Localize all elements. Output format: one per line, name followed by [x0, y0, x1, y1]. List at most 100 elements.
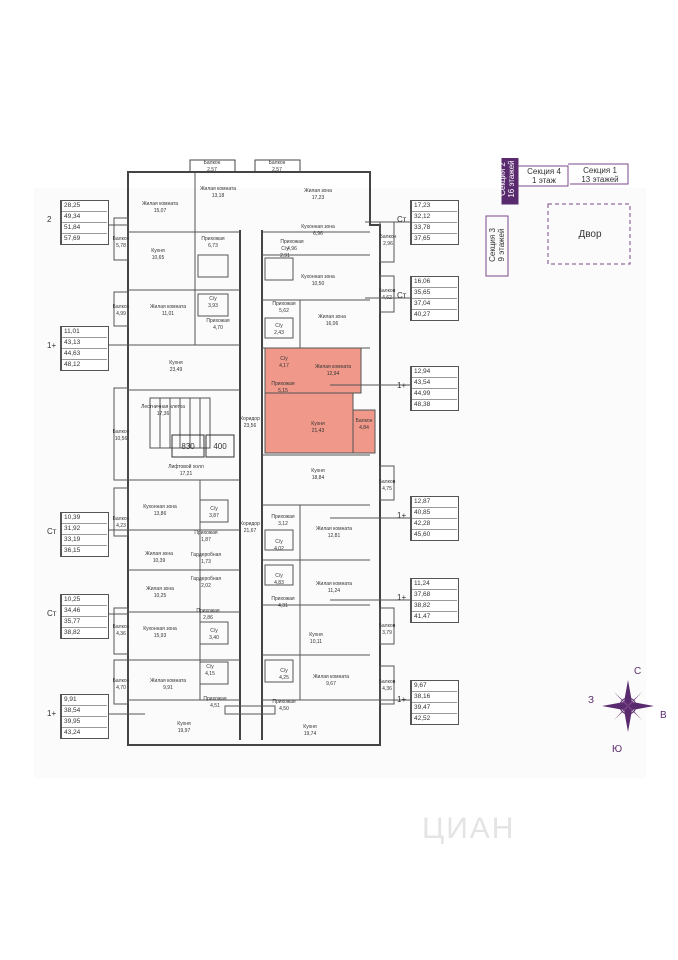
room-name: Кухня: [303, 724, 317, 730]
apartment-type: 1+: [397, 381, 407, 390]
room-area: 5,78: [116, 243, 126, 249]
room-name: Кухонная зона: [301, 274, 335, 280]
room-area: 5,15: [278, 388, 288, 394]
room-name: Прихожая: [201, 236, 224, 242]
apartment-type: Ст: [397, 215, 407, 224]
room-area: 4,83: [274, 580, 284, 586]
room-name: Балкон: [113, 429, 130, 435]
room-area: 19,74: [304, 731, 317, 737]
room-area: 4,51: [210, 703, 220, 709]
compass-rose-icon: [602, 680, 654, 732]
apartment-type: Ст: [47, 527, 57, 536]
compass-south: Ю: [612, 744, 622, 755]
apartment-type: 1+: [397, 593, 407, 602]
room-name: С/у: [275, 539, 283, 545]
room-area: 4,36: [382, 686, 392, 692]
area-value: 12,94: [412, 367, 457, 378]
section-1-name: Секция 1: [583, 166, 617, 175]
area-value: 40,27: [414, 311, 431, 318]
room-area: 21,43: [312, 428, 325, 434]
room-name: С/у: [280, 356, 288, 362]
section-4-floors: 1 этаж: [532, 176, 556, 185]
room-area: 18,84: [312, 475, 325, 481]
key-plan: Секция 2 16 этажей Секция 4 1 этаж Секци…: [480, 158, 640, 278]
room-name: Лифтовой холл: [168, 463, 204, 470]
room-area: 3,40: [209, 635, 219, 641]
watermark: ЦИАН: [422, 812, 516, 845]
room-name: Жилая комната: [150, 678, 186, 684]
area-value: 42,52: [414, 715, 431, 722]
room-area: 10,56: [115, 436, 128, 442]
apartment-type: Ст: [47, 609, 57, 618]
room-name: Жилая комната: [200, 186, 236, 192]
room-name: Кухонная зона: [143, 626, 177, 632]
room-area: 19,97: [178, 728, 191, 734]
room-area: 9,91: [163, 685, 173, 691]
area-value: 41,47: [414, 613, 431, 620]
room-area: 4,70: [213, 325, 223, 331]
room-area: 3,12: [278, 521, 288, 527]
apartment-type: 1+: [397, 695, 407, 704]
area-value: 57,69: [64, 235, 81, 242]
room-name: Кухня: [311, 468, 325, 474]
room-name: Балкон: [113, 304, 130, 310]
room-name: С/у: [209, 296, 217, 302]
area-value: 39,95: [62, 717, 107, 728]
room-name: Прихожая: [206, 318, 229, 324]
room-area: 2,96: [383, 241, 393, 247]
room-name: С/у: [275, 573, 283, 579]
area-value: 35,77: [62, 617, 107, 628]
section-3-name: Секция 3: [488, 228, 497, 262]
room-name: Прихожая: [271, 596, 294, 602]
highlighted-apartment[interactable]: [264, 347, 376, 454]
room-area: 4,62: [382, 295, 392, 301]
room-name: Жилая комната: [142, 201, 178, 207]
room-area: 2,57: [207, 167, 217, 173]
room-area: 4,99: [116, 311, 126, 317]
lift-label-b: 400: [213, 442, 227, 451]
room-name: Балкон: [113, 516, 130, 522]
section-2-label[interactable]: Секция 2 16 этажей: [498, 156, 516, 202]
section-3-label[interactable]: Секция 3 9 этажей: [488, 218, 506, 272]
room-name: Балкон: [380, 234, 397, 240]
room-name: Жилая зона: [146, 586, 174, 592]
area-value: 38,82: [412, 601, 457, 612]
room-name: Жилая зона: [318, 314, 346, 320]
room-name: Гардеробная: [191, 552, 222, 558]
area-value: 39,47: [412, 703, 457, 714]
room-name: Балкон: [379, 679, 396, 685]
room-name: Жилая комната: [315, 364, 351, 370]
room-area: 4,17: [279, 363, 289, 369]
room-name: Прихожая: [203, 696, 226, 702]
area-value: 33,78: [412, 223, 457, 234]
room-area: 4,50: [279, 706, 289, 712]
section-4-label[interactable]: Секция 4 1 этаж: [522, 167, 566, 185]
area-value: 9,67: [412, 681, 457, 692]
area-value: 44,99: [412, 389, 457, 400]
compass-west: З: [588, 695, 594, 706]
area-value: 34,46: [62, 606, 107, 617]
area-value: 43,13: [62, 338, 107, 349]
room-name: С/у: [210, 506, 218, 512]
area-value: 9,91: [62, 695, 107, 706]
room-name: Балкон: [113, 236, 130, 242]
room-name: Балкон: [379, 288, 396, 294]
room-area: 13,86: [154, 511, 167, 517]
area-value: 43,24: [64, 729, 81, 736]
section-1-label[interactable]: Секция 1 13 этажей: [574, 166, 626, 184]
room-area: 17,21: [180, 471, 193, 477]
